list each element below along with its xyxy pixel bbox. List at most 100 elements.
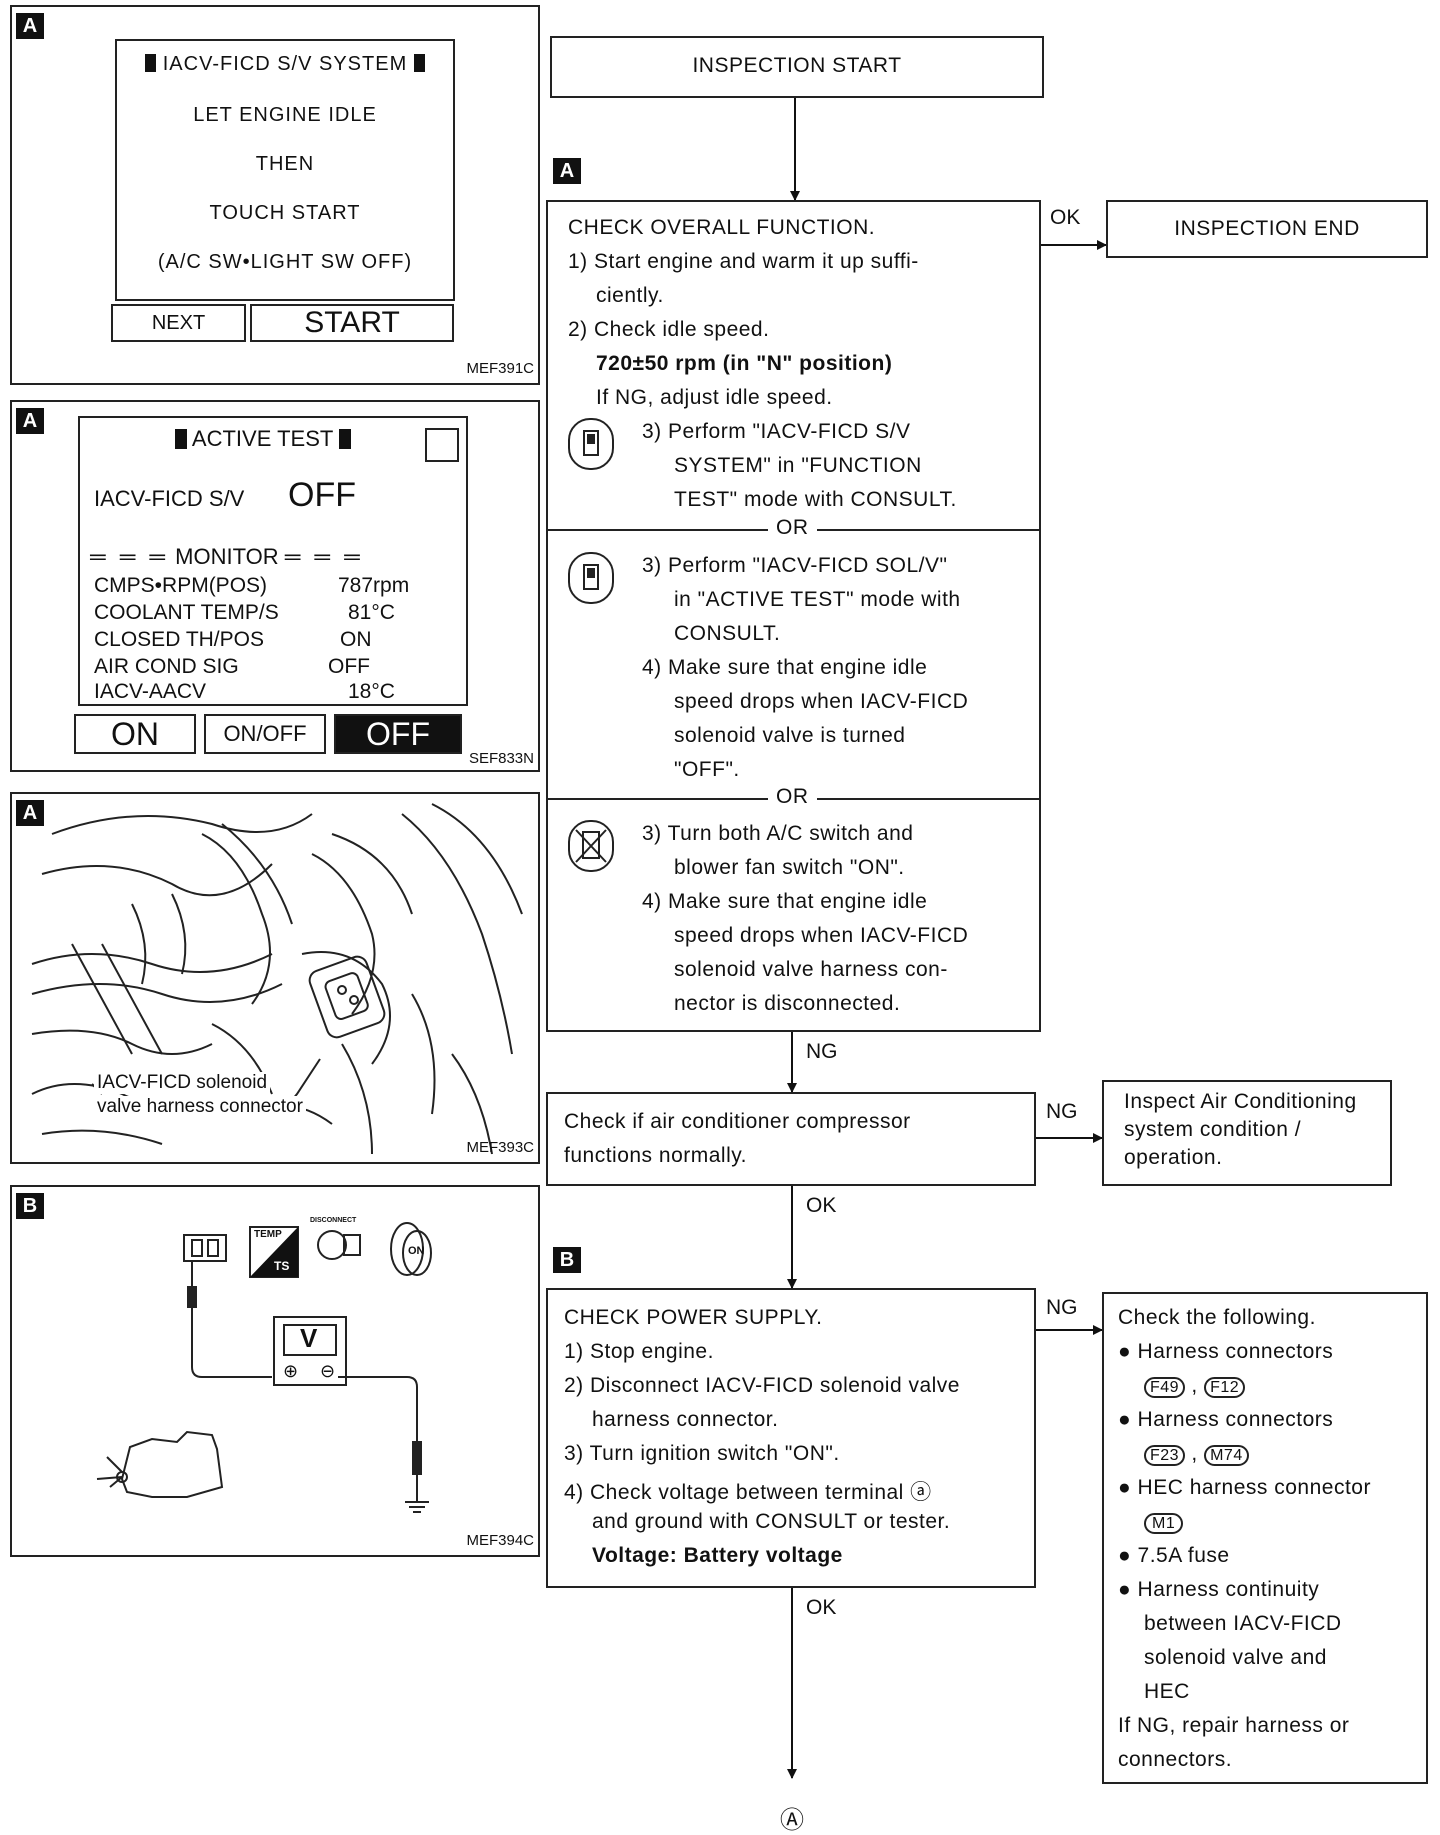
temp-label: TEMP: [254, 1229, 282, 1240]
step-line: 3) Perform "IACV-FICD S/V: [642, 420, 911, 443]
voltmeter-label: V: [300, 1323, 318, 1353]
step-line: 3) Turn both A/C switch and: [642, 822, 914, 845]
monitor-row-value: OFF: [328, 655, 370, 678]
consult-screen: IACV-FICD S/V SYSTEM LET ENGINE IDLE THE…: [115, 39, 455, 301]
step-line: connectors.: [1118, 1748, 1233, 1771]
step-line: system condition /: [1124, 1118, 1302, 1141]
consult-screen: ACTIVE TEST IACV-FICD S/V OFF ═ ═ ═ MONI…: [78, 416, 468, 706]
on-off-button[interactable]: ON/OFF: [204, 714, 326, 754]
step-title: Check the following.: [1118, 1306, 1316, 1329]
temp-ts-label: TS: [274, 1259, 290, 1273]
check-overall-function-box: CHECK OVERALL FUNCTION. 1) Start engine …: [546, 200, 1041, 1032]
ng-label: NG: [806, 1040, 838, 1063]
step-line: operation.: [1124, 1146, 1223, 1169]
step-line: speed drops when IACV-FICD: [674, 690, 969, 713]
step-line: speed drops when IACV-FICD: [674, 924, 969, 947]
or-label: OR: [768, 516, 817, 540]
step-line: "OFF".: [674, 758, 740, 781]
step-line: HEC: [1144, 1680, 1190, 1703]
connector-codes: M1: [1144, 1510, 1184, 1534]
step-line: functions normally.: [564, 1144, 748, 1167]
panel-tag: B: [16, 1193, 44, 1219]
inspection-start-box: INSPECTION START: [550, 36, 1044, 98]
step-line: nector is disconnected.: [674, 992, 901, 1015]
no-tools-icon: [568, 820, 614, 872]
off-button[interactable]: OFF: [334, 714, 462, 754]
step-line: If NG, adjust idle speed.: [596, 386, 833, 409]
ng-label: NG: [1046, 1296, 1078, 1319]
screen-line: LET ENGINE IDLE: [193, 104, 377, 126]
ok-label: OK: [806, 1596, 837, 1619]
test-item-label: IACV-FICD S/V: [94, 486, 245, 511]
record-checkbox[interactable]: [425, 428, 459, 462]
start-button[interactable]: START: [250, 304, 454, 342]
step-line: solenoid valve harness con-: [674, 958, 948, 981]
consult-icon: [568, 552, 614, 604]
connector-caption-line2: valve harness connector: [94, 1096, 306, 1118]
screen-line: (A/C SW•LIGHT SW OFF): [157, 251, 413, 273]
step-line: CONSULT.: [674, 622, 781, 645]
monitor-row-name: IACV-AACV: [94, 680, 207, 703]
step-line: If NG, repair harness or: [1118, 1714, 1350, 1737]
monitor-row-name: AIR COND SIG: [94, 655, 239, 678]
panel-tag: A: [16, 408, 44, 434]
ignition-on-label: ON: [408, 1245, 425, 1257]
figure-code: SEF833N: [468, 750, 534, 767]
step-line: 1) Start engine and warm it up suffi-: [568, 250, 919, 273]
monitor-row-name: CLOSED TH/POS: [94, 628, 264, 651]
idle-spec: 720±50 rpm (in "N" position): [596, 352, 893, 375]
consult-active-test-panel: A ACTIVE TEST IACV-FICD S/V OFF ═ ═ ═ MO…: [10, 400, 540, 772]
step-title: CHECK OVERALL FUNCTION.: [568, 216, 876, 239]
step-line: solenoid valve is turned: [674, 724, 906, 747]
ok-label: OK: [1050, 206, 1081, 229]
step-line: Inspect Air Conditioning: [1124, 1090, 1357, 1113]
panel-tag: A: [16, 800, 44, 826]
step-line: and ground with CONSULT or tester.: [592, 1510, 951, 1533]
step-title: CHECK POWER SUPPLY.: [564, 1306, 823, 1329]
screen-title: ACTIVE TEST: [175, 426, 352, 452]
next-button[interactable]: NEXT: [111, 304, 246, 342]
or-label: OR: [768, 785, 817, 809]
ng-label: NG: [1046, 1100, 1078, 1123]
wiring-diagram: [96, 1222, 432, 1513]
consult-function-test-panel: A IACV-FICD S/V SYSTEM LET ENGINE IDLE T…: [10, 5, 540, 385]
test-item-value: OFF: [288, 476, 356, 514]
step-line: harness connector.: [592, 1408, 779, 1431]
monitor-row-value: 787rpm: [338, 574, 410, 597]
voltage-measurement-panel: B: [10, 1185, 540, 1557]
inspect-ac-box: Inspect Air Conditioning system conditio…: [1102, 1080, 1392, 1186]
step-line: ciently.: [596, 284, 664, 307]
step-line: 4) Make sure that engine idle: [642, 656, 928, 679]
check-item: ● Harness continuity: [1118, 1578, 1320, 1601]
monitor-row-value: 81°C: [348, 601, 395, 624]
minus-terminal-icon: ⊖: [320, 1361, 336, 1382]
connector-codes: F49 , F12: [1144, 1374, 1246, 1398]
plus-terminal-icon: ⊕: [283, 1361, 299, 1382]
inspection-end-box: INSPECTION END: [1106, 200, 1428, 258]
consult-icon: [568, 418, 614, 470]
panel-tag: A: [16, 13, 44, 39]
step-marker-b: B: [553, 1247, 581, 1273]
monitor-row-name: COOLANT TEMP/S: [94, 601, 279, 624]
figure-code: MEF394C: [466, 1532, 534, 1549]
monitor-row-value: 18°C: [348, 680, 395, 703]
check-item: ● Harness connectors: [1118, 1408, 1334, 1431]
step-line: blower fan switch "ON".: [674, 856, 905, 879]
connector-codes: F23 , M74: [1144, 1442, 1249, 1466]
step-line: in "ACTIVE TEST" mode with: [674, 588, 961, 611]
ac-compressor-check-box: Check if air conditioner compressor func…: [546, 1092, 1036, 1186]
step-line: 2) Disconnect IACV-FICD solenoid valve: [564, 1374, 960, 1397]
check-item: ● 7.5A fuse: [1118, 1544, 1230, 1567]
screen-line: THEN: [255, 153, 315, 175]
inspection-start-label: INSPECTION START: [692, 54, 902, 77]
figure-code: MEF393C: [466, 1139, 534, 1156]
step-marker-a: A: [553, 158, 581, 184]
step-line: 3) Perform "IACV-FICD SOL/V": [642, 554, 948, 577]
engine-bay-illustration-panel: A: [10, 792, 540, 1164]
step-line: between IACV-FICD: [1144, 1612, 1342, 1635]
screen-line: TOUCH START: [209, 202, 361, 224]
step-line: 1) Stop engine.: [564, 1340, 714, 1363]
monitor-row-name: CMPS•RPM(POS): [94, 574, 268, 597]
on-button[interactable]: ON: [74, 714, 196, 754]
